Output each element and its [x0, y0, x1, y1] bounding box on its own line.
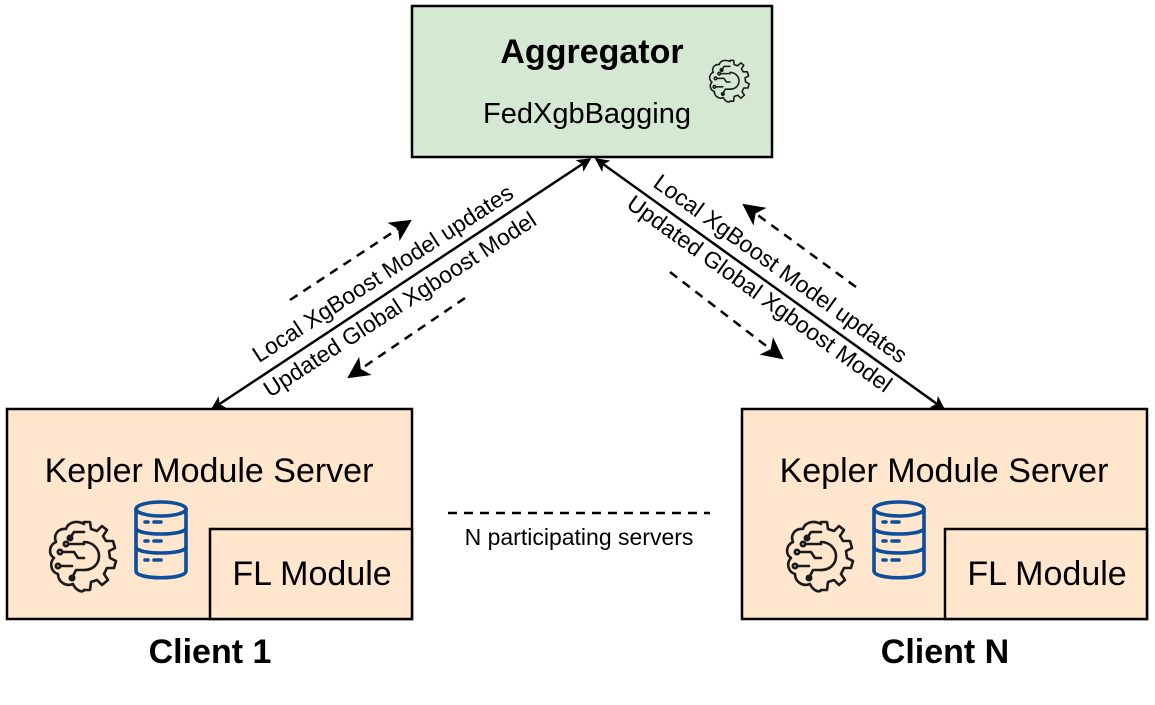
left-upper-edge-label: Local XgBoost Model updates [247, 179, 517, 367]
participating-servers-label: N participating servers [465, 524, 694, 550]
client-n-fl-module-box [943, 527, 1149, 621]
client-1-name: Client 1 [149, 633, 272, 671]
left-bidirectional-edge [210, 157, 592, 411]
right-upload-dashed-arrow [742, 203, 857, 289]
right-download-dashed-arrow [669, 271, 784, 360]
client-1-fl-module-label: FL Module [232, 555, 391, 593]
right-bidirectional-edge [594, 157, 946, 411]
client-1-node: Kepler Module Server FL Module Client 1 [5, 407, 414, 671]
aggregator-box [410, 4, 774, 159]
client-n-server-label: Kepler Module Server [780, 452, 1109, 490]
aggregator-strategy: FedXgbBagging [483, 98, 691, 130]
right-lower-edge-label: Updated Global Xgboost Model [622, 190, 897, 398]
client-n-node: Kepler Module Server FL Module Client N [740, 407, 1149, 671]
left-upload-dashed-arrow [289, 219, 412, 302]
left-lower-edge-label: Updated Global Xgboost Model [259, 206, 541, 402]
client-n-fl-module-label: FL Module [967, 555, 1126, 593]
aggregator-title: Aggregator [500, 33, 683, 71]
client-n-name: Client N [881, 633, 1009, 671]
left-download-dashed-arrow [347, 296, 466, 379]
client-1-server-label: Kepler Module Server [45, 452, 374, 490]
right-upper-edge-label: Local XgBoost Model updates [649, 169, 912, 368]
client-1-fl-module-box [208, 527, 414, 621]
aggregator-node: Aggregator FedXgbBagging [410, 4, 774, 159]
